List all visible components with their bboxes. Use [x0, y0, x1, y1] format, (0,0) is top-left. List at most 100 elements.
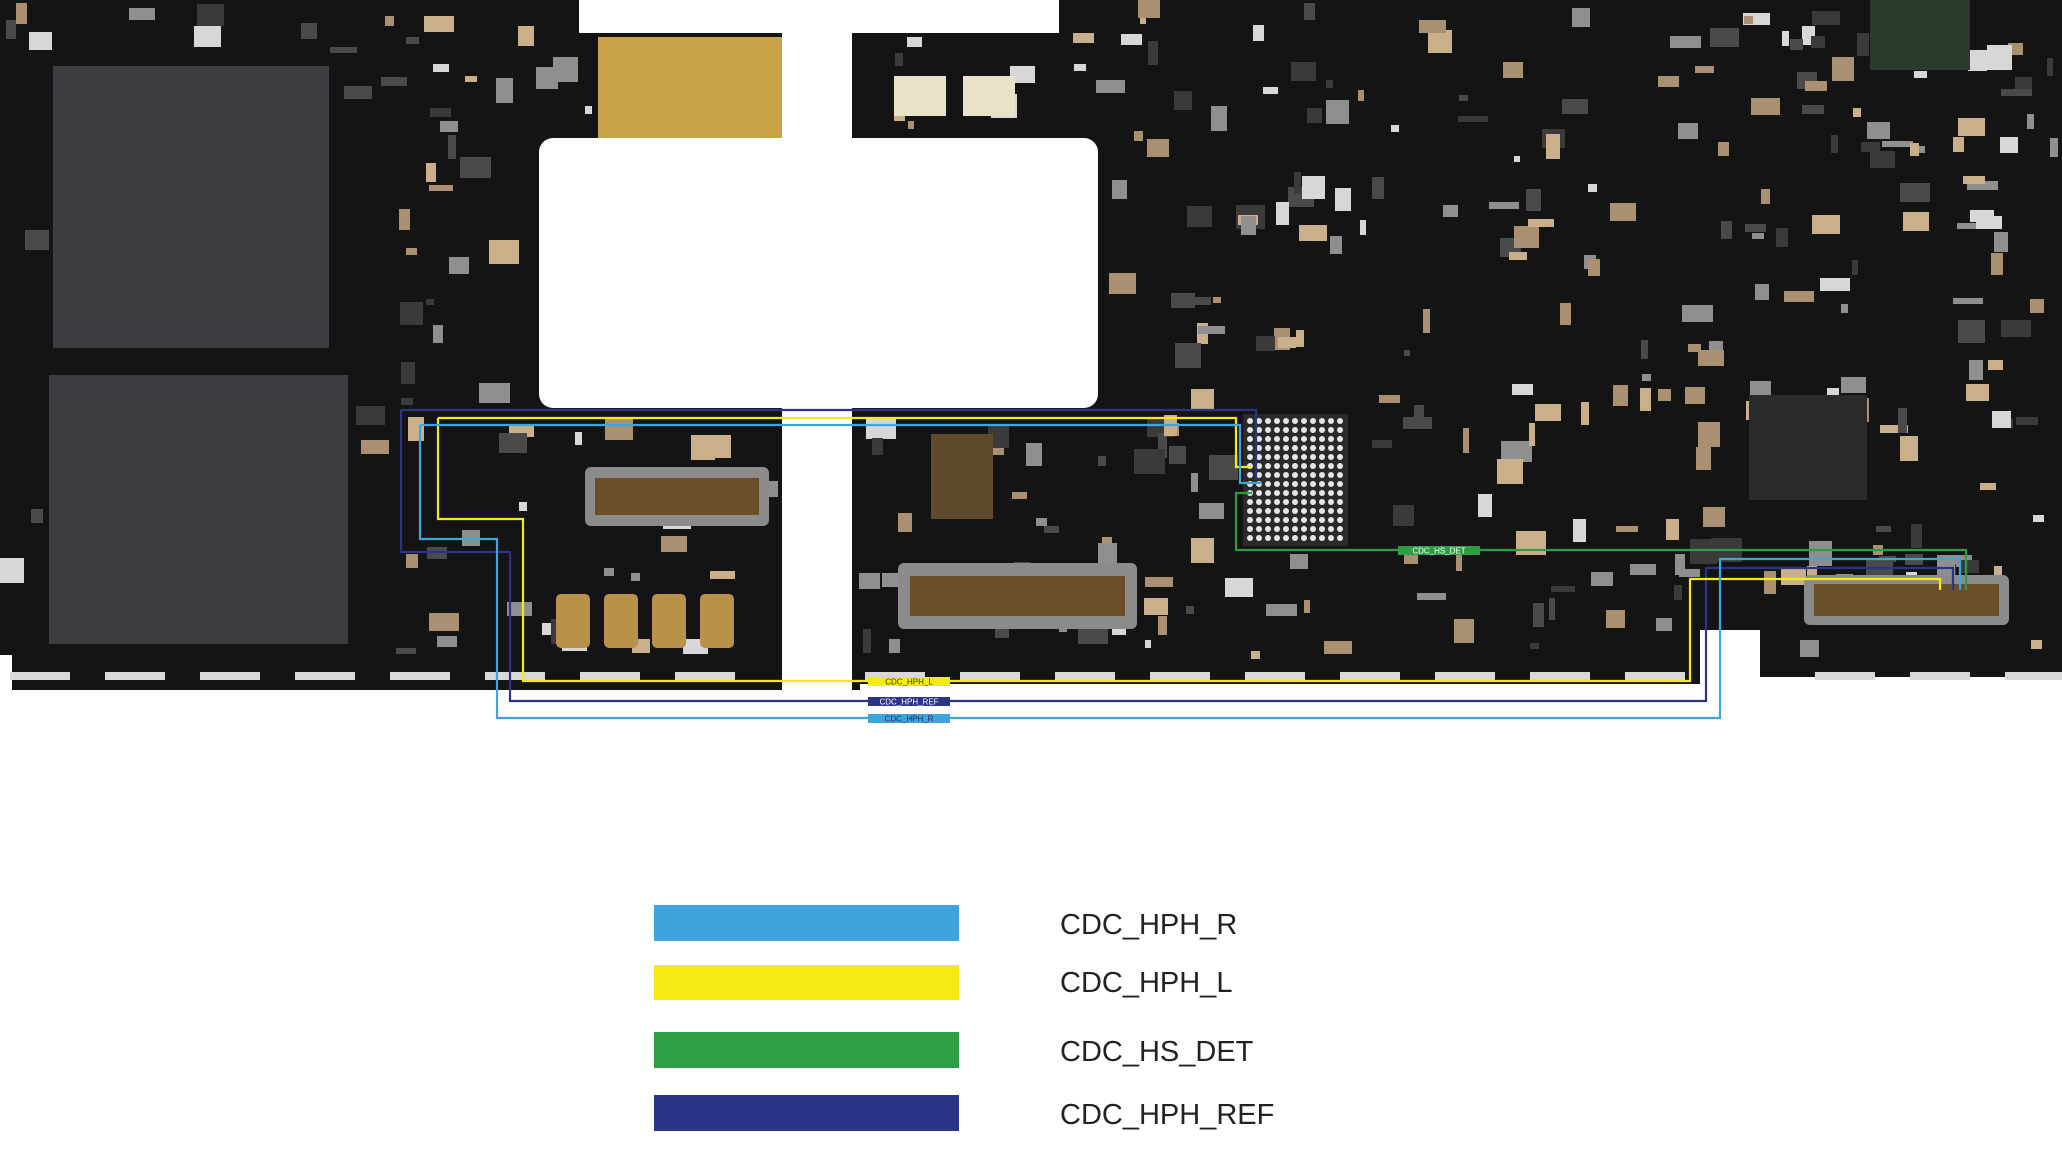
pcb-component [16, 3, 27, 24]
gold-finger [556, 594, 590, 648]
pcb-component [1880, 425, 1908, 433]
pcb-component [1096, 80, 1125, 93]
pcb-component [1960, 560, 1979, 573]
tag-cdc-hph-ref [868, 697, 950, 706]
pcb-component [1109, 273, 1136, 294]
pcb-component [1335, 188, 1351, 211]
pcb-component [496, 78, 513, 103]
edge-pad [1910, 672, 1970, 680]
bga-ball [1283, 481, 1289, 487]
pcb-component [1302, 176, 1325, 199]
pcb-component [429, 185, 453, 191]
pcb-component [1290, 554, 1308, 569]
pcb-component [519, 502, 527, 511]
pcb-component [1610, 203, 1636, 221]
pcb-component [1588, 184, 1597, 192]
bga-ball [1247, 526, 1253, 532]
pcb-component [1685, 387, 1705, 404]
pcb-component [361, 440, 389, 454]
pcb-component [1191, 473, 1198, 492]
bga-ball [1247, 499, 1253, 505]
bga-ball [1274, 508, 1280, 514]
bga-ball [1283, 463, 1289, 469]
pcb-component [1191, 538, 1214, 563]
pcb-component [711, 435, 731, 458]
pcb-component [859, 573, 880, 589]
bga-ball [1310, 508, 1316, 514]
pcb-component [1853, 108, 1861, 117]
bga-ball [1265, 526, 1271, 532]
bga-ball [1283, 535, 1289, 541]
pcb-component [1988, 360, 2003, 370]
pcb-component [863, 629, 871, 653]
pcb-component [1276, 202, 1289, 225]
bga-ball-grid [1247, 418, 1343, 541]
signal-traces [399, 408, 1968, 720]
pcb-component [1606, 610, 1625, 628]
pcb-component [1876, 526, 1891, 532]
edge-pad [1055, 672, 1115, 680]
pcb-component [1393, 505, 1414, 526]
tag-cdc-hs-det-text: CDC_HS_DET [1412, 547, 1465, 556]
edge-pad [485, 672, 545, 680]
bga-ball [1247, 427, 1253, 433]
pcb-component [1112, 180, 1127, 199]
pcb-component [1175, 343, 1201, 368]
pcb-component [1456, 548, 1462, 571]
pcb-component [1036, 518, 1047, 526]
bga-ball [1319, 454, 1325, 460]
legend-swatch-cdc-hph-l [654, 965, 959, 1000]
bga-ball [1319, 499, 1325, 505]
bga-ball [1256, 436, 1262, 442]
bga-ball [1274, 445, 1280, 451]
pcb-component [1026, 443, 1042, 466]
pcb-component [197, 4, 224, 26]
edge-pad [1625, 672, 1685, 680]
pcb-component [1503, 62, 1523, 78]
bga-ball [1274, 535, 1280, 541]
bga-ball [1319, 517, 1325, 523]
pcb-component [509, 426, 534, 437]
pcb-component [1841, 304, 1848, 313]
bga-ball [1292, 427, 1298, 433]
bga-ball [1265, 427, 1271, 433]
pcb-component [1992, 411, 2011, 428]
pcb-component [1391, 125, 1399, 132]
board-connector-center-pins [910, 576, 1125, 616]
pcb-component [1682, 305, 1713, 322]
pcb-component [661, 536, 687, 552]
pcb-component [605, 417, 633, 440]
pcb-component [1968, 50, 1987, 71]
bga-ball [1319, 526, 1325, 532]
trace-cdc-hph-ref [401, 408, 1258, 480]
pcb-component [1832, 57, 1854, 81]
pcb-component [1690, 539, 1717, 564]
pcb-component [433, 325, 443, 343]
pcb-component [301, 23, 317, 39]
pcb-component [1098, 456, 1106, 466]
pcb-component [408, 417, 424, 441]
bga-ball [1265, 463, 1271, 469]
pcb-component [1790, 39, 1803, 50]
pcb-component [1958, 118, 1985, 136]
pcb-component [1044, 526, 1059, 533]
edge-pad [1245, 672, 1305, 680]
bga-ball [1310, 445, 1316, 451]
pcb-component [1078, 626, 1108, 644]
bga-ball [1310, 436, 1316, 442]
gold-contact-pad [598, 37, 782, 138]
bga-ball [1337, 499, 1343, 505]
bga-ball [1337, 436, 1343, 442]
pcb-component [479, 383, 510, 403]
pcb-component [1744, 16, 1753, 24]
left-edge-notch [0, 655, 12, 695]
pcb-component [1914, 71, 1927, 78]
trace-cdc-hph-r [418, 425, 1962, 720]
bga-ball [1292, 445, 1298, 451]
pcb-component [1304, 600, 1310, 613]
pcb-component [25, 230, 49, 250]
pcb-component [1404, 350, 1410, 356]
pcb-component [1710, 28, 1739, 47]
processor-chip [49, 375, 348, 644]
pcb-component [1404, 553, 1418, 564]
